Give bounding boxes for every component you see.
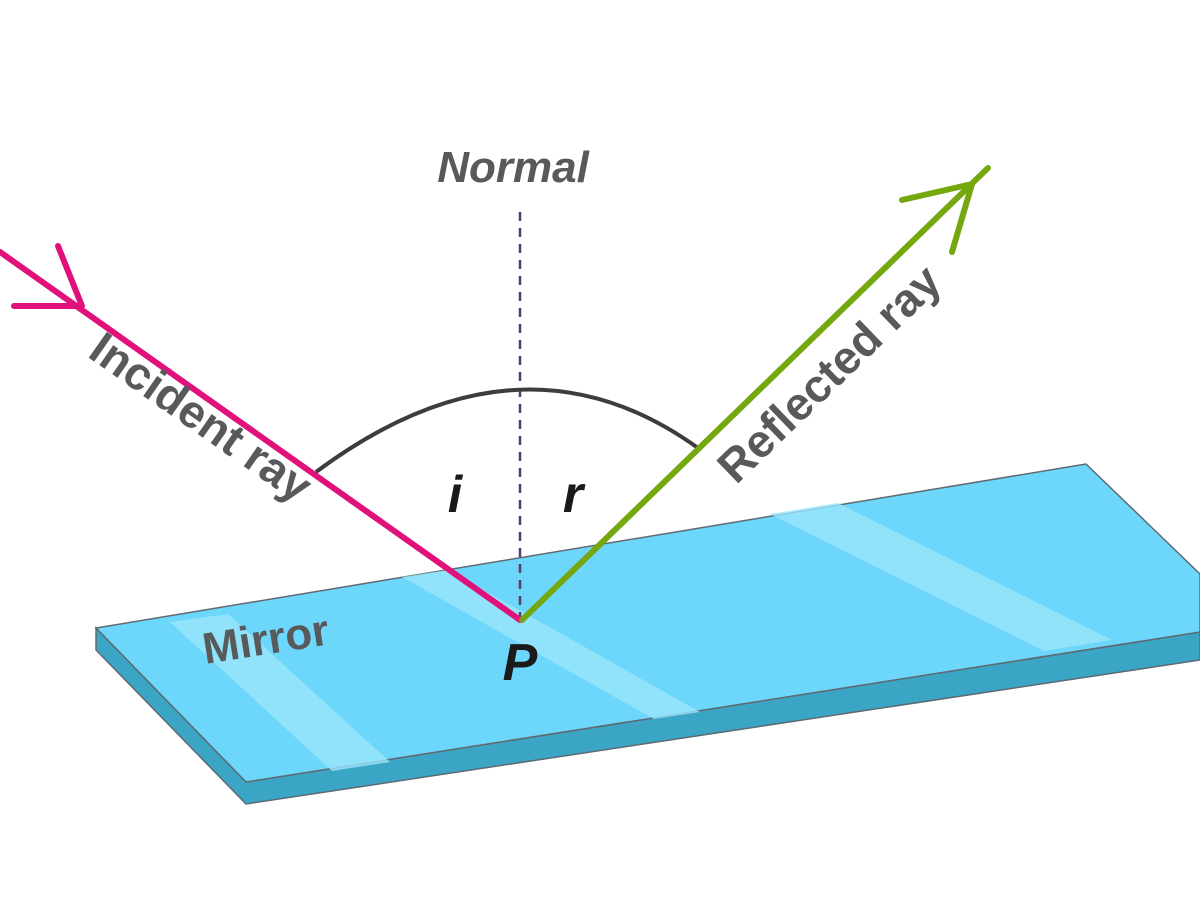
reflected-ray [519, 165, 991, 623]
reflected-arrow-icon [899, 181, 975, 255]
point-of-incidence-label: P [503, 634, 538, 692]
normal-label: Normal [437, 143, 589, 192]
angle-of-reflection-label: r [563, 466, 586, 524]
mirror-highlight [170, 614, 390, 771]
reflected-ray-line [519, 165, 991, 623]
reflected-ray-label: Reflected ray [707, 254, 951, 492]
mirror-top-face [94, 463, 1200, 783]
incident-ray-line [0, 249, 523, 623]
mirror [94, 463, 1200, 805]
incident-ray [0, 243, 523, 623]
incident-ray-label: Incident ray [81, 322, 323, 513]
incident-arrow-icon [11, 243, 85, 309]
angle-of-incidence-label: i [448, 466, 464, 524]
mirror-highlight [770, 503, 1112, 651]
angle-arc [314, 387, 700, 474]
mirror-highlight [402, 570, 700, 719]
